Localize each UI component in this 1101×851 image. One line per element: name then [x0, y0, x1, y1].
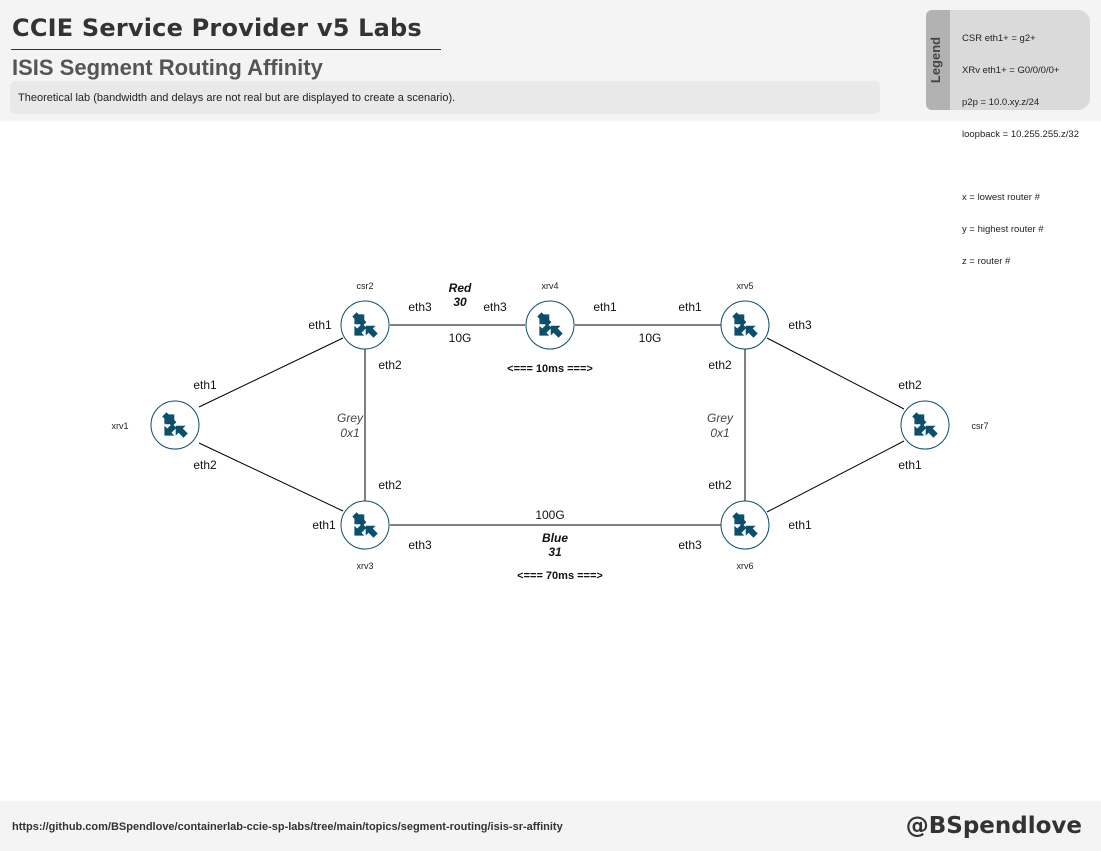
- port-label: eth2: [898, 378, 922, 392]
- affinity-name-red: Red: [449, 281, 472, 295]
- delay-label-top: <=== 10ms ===>: [507, 363, 593, 375]
- legend-line: XRv eth1+ = G0/0/0/0+: [962, 64, 1060, 76]
- legend-line: x = lowest router #: [962, 192, 1040, 204]
- legend-line: loopback = 10.255.255.z/32: [962, 128, 1079, 140]
- port-label: eth3: [483, 300, 507, 314]
- bandwidth-label: 10G: [449, 331, 472, 345]
- description-text: Theoretical lab (bandwidth and delays ar…: [18, 92, 456, 104]
- affinity-name-blue: Blue: [542, 531, 568, 545]
- port-label: eth2: [708, 478, 732, 492]
- affinity-value-red: 30: [453, 295, 467, 309]
- router-name-xrv4: xrv4: [541, 281, 558, 291]
- legend-line: p2p = 10.0.xy.z/24: [962, 96, 1040, 108]
- port-label: eth1: [593, 300, 617, 314]
- legend-lines: CSR eth1+ = g2+ XRv eth1+ = G0/0/0/0+ p2…: [962, 13, 1079, 288]
- port-label: eth1: [788, 518, 812, 532]
- affinity-value-blue: 31: [548, 545, 562, 559]
- affinity-name-grey-right: Grey: [707, 411, 734, 425]
- legend-line: CSR eth1+ = g2+: [962, 33, 1036, 45]
- legend-line: z = router #: [962, 255, 1011, 267]
- router-icon: [720, 500, 770, 550]
- affinity-value-grey-left: 0x1: [340, 426, 359, 440]
- router-icon: [900, 400, 950, 450]
- page-subtitle: ISIS Segment Routing Affinity: [12, 55, 323, 80]
- affinity-value-grey-right: 0x1: [710, 426, 729, 440]
- router-icon: [340, 300, 390, 350]
- port-label: eth3: [678, 538, 702, 552]
- router-icon: [340, 500, 390, 550]
- router-name-csr2: csr2: [356, 281, 373, 291]
- router-name-xrv1: xrv1: [111, 421, 128, 431]
- port-label: eth3: [788, 318, 812, 332]
- link-xrv5-csr7: [766, 337, 905, 410]
- router-name-xrv6: xrv6: [736, 561, 753, 571]
- affinity-name-grey-left: Grey: [337, 411, 364, 425]
- footer-panel: https://github.com/BSpendlove/containerl…: [0, 801, 1101, 851]
- description-box: Theoretical lab (bandwidth and delays ar…: [10, 81, 880, 114]
- legend-panel: Legend CSR eth1+ = g2+ XRv eth1+ = G0/0/…: [926, 10, 1090, 266]
- port-label: eth3: [408, 300, 432, 314]
- links: [198, 324, 905, 526]
- port-label: eth2: [708, 358, 732, 372]
- port-label: eth1: [308, 318, 332, 332]
- port-label: eth1: [678, 300, 702, 314]
- router-icon: [150, 400, 200, 450]
- link-xrv1-xrv3: [198, 442, 344, 512]
- port-label: eth1: [312, 518, 336, 532]
- header-panel: CCIE Service Provider v5 Labs ISIS Segme…: [0, 0, 1101, 266]
- port-label: eth2: [378, 358, 402, 372]
- router-icon: [525, 300, 575, 350]
- port-label: eth1: [193, 378, 217, 392]
- port-label: eth2: [378, 478, 402, 492]
- router-name-xrv5: xrv5: [736, 281, 753, 291]
- author-handle: @BSpendlove: [905, 813, 1082, 839]
- link-xrv1-csr2: [198, 337, 344, 408]
- port-label: eth1: [898, 458, 922, 472]
- router-name-xrv3: xrv3: [356, 561, 373, 571]
- delay-label-bottom: <=== 70ms ===>: [517, 570, 603, 582]
- bandwidth-label: 100G: [535, 508, 564, 522]
- page-title: CCIE Service Provider v5 Labs: [12, 14, 422, 42]
- link-xrv6-csr7: [766, 440, 905, 513]
- title-underline: [11, 49, 441, 50]
- router-icon: [720, 300, 770, 350]
- bandwidth-label: 10G: [639, 331, 662, 345]
- port-label: eth2: [193, 458, 217, 472]
- legend-line: y = highest router #: [962, 223, 1044, 235]
- repo-url[interactable]: https://github.com/BSpendlove/containerl…: [12, 821, 563, 833]
- port-label: eth3: [408, 538, 432, 552]
- router-name-csr7: csr7: [971, 421, 988, 431]
- legend-tab: Legend: [926, 10, 950, 110]
